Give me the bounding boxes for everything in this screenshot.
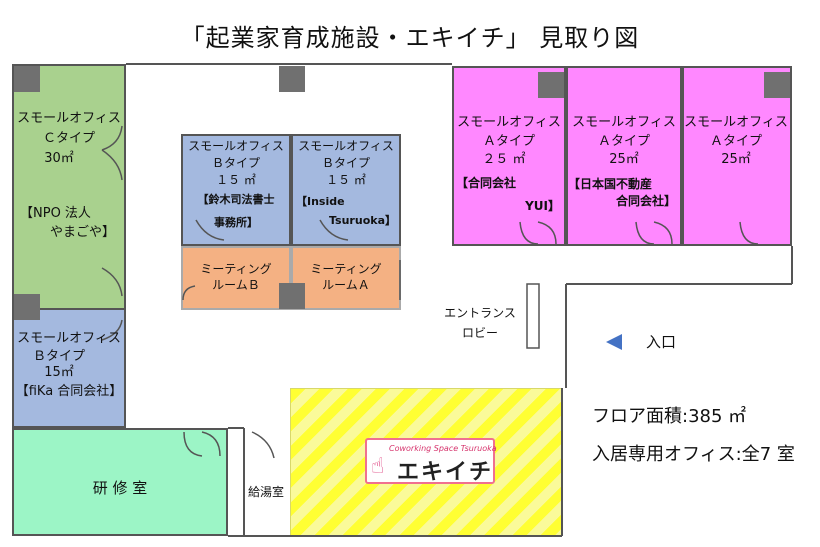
meeting-room-a[interactable] — [291, 246, 401, 310]
ekiichi-logo: Coworking Space Tsuruoka ☝ エキイチ — [365, 438, 497, 485]
room-a-2[interactable] — [566, 66, 682, 246]
meeting-b-label: ルームＢ — [212, 278, 260, 292]
entrance-label: 入口 — [646, 333, 677, 351]
c-room-tenant: やまごや】 — [50, 225, 116, 240]
a1-name: スモールオフィス — [457, 115, 561, 130]
a2-tenant: 合同会社】 — [615, 194, 676, 208]
meeting-a-label: ミーティング — [310, 262, 382, 276]
c-room-area: 30㎡ — [44, 151, 74, 166]
b-center-1-tenant: 【鈴木司法書士 — [197, 193, 275, 206]
pillar — [764, 72, 790, 98]
meeting-room-b[interactable] — [181, 246, 291, 310]
lobby-label: エントランス — [444, 306, 516, 320]
logo-subtitle: Coworking Space Tsuruoka — [389, 444, 497, 453]
a2-tenant: 【日本国不動産 — [568, 177, 653, 191]
a3-name: スモールオフィス — [684, 115, 788, 130]
a3-area: 25㎡ — [721, 152, 751, 167]
b-center-2-tenant: 【Inside — [296, 195, 345, 208]
pillar — [14, 66, 40, 92]
kitchen-label: 給湯室 — [247, 485, 284, 499]
a2-type: Ａタイプ — [597, 134, 650, 149]
page-title: 「起業家育成施設・エキイチ」 見取り図 — [180, 24, 640, 52]
b-center-1-name: スモールオフィス — [188, 139, 284, 153]
pillar — [279, 66, 305, 92]
logo-title: エキイチ — [397, 460, 494, 485]
office-count-info: 入居専用オフィス:全7 室 — [592, 444, 795, 465]
a1-type: Ａタイプ — [482, 134, 535, 149]
b-left-name: スモールオフィス — [17, 331, 121, 346]
c-room-type: Ｃタイプ — [42, 131, 95, 146]
c-room-tenant: 【NPO 法人 — [20, 206, 91, 221]
a1-tenant: YUI】 — [525, 199, 560, 213]
a2-name: スモールオフィス — [572, 115, 676, 130]
pillar — [538, 72, 564, 98]
pillar — [279, 283, 305, 309]
b-left-type: Ｂタイプ — [32, 349, 85, 364]
room-b-center-2[interactable] — [291, 134, 401, 246]
entrance-arrow-icon — [606, 334, 622, 350]
room-b-center-1[interactable] — [181, 134, 291, 246]
b-center-2-tenant: Tsuruoka】 — [329, 214, 396, 227]
room-b-left[interactable] — [12, 308, 126, 428]
lobby-label: ロビー — [461, 326, 498, 340]
b-center-1-area: １５ ㎡ — [216, 173, 256, 187]
b-left-tenant: 【fiKa 合同会社】 — [15, 384, 123, 399]
b-left-area: 15㎡ — [44, 365, 74, 380]
hand-icon: ☝ — [371, 454, 385, 479]
meeting-a-label: ルームＡ — [322, 278, 370, 292]
c-room-name: スモールオフィス — [17, 111, 121, 126]
a1-tenant: 【合同会社 — [456, 176, 517, 190]
floor-area-info: フロア面積:385 ㎡ — [592, 406, 747, 427]
b-center-2-name: スモールオフィス — [298, 139, 394, 153]
b-center-1-tenant: 事務所】 — [214, 216, 258, 229]
room-c-type[interactable] — [12, 64, 126, 310]
a1-area: ２５ ㎡ — [482, 152, 526, 167]
training-room[interactable] — [12, 428, 228, 536]
b-center-2-type: Ｂタイプ — [321, 156, 370, 170]
b-center-2-area: １５ ㎡ — [326, 173, 366, 187]
a3-type: Ａタイプ — [709, 134, 762, 149]
pillar — [14, 294, 40, 320]
training-room-label: 研 修 室 — [92, 479, 148, 497]
a2-area: 25㎡ — [609, 152, 639, 167]
b-center-1-type: Ｂタイプ — [211, 156, 260, 170]
meeting-b-label: ミーティング — [200, 262, 272, 276]
